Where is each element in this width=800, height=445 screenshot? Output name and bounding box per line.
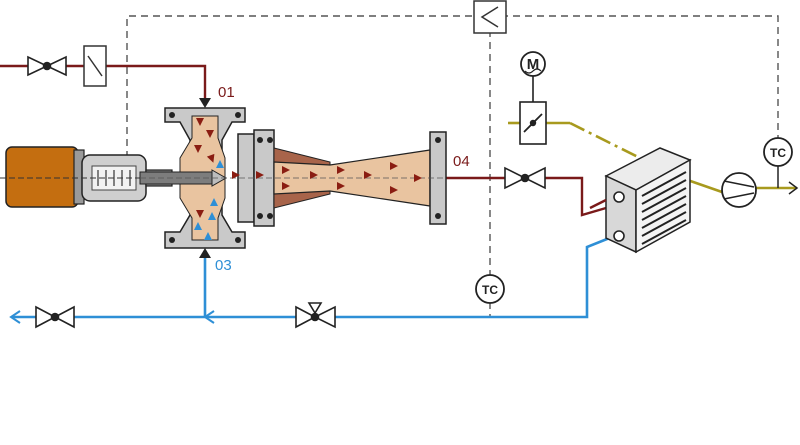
check-valve-icon [295, 302, 336, 329]
control-lines [126, 15, 779, 318]
outlet-line [445, 176, 607, 217]
tc-right-label: TC [770, 146, 786, 160]
signal-box-icon [473, 0, 507, 34]
arrow-down-01 [199, 98, 211, 108]
port-03-label: 03 [215, 257, 232, 274]
pump-icon [721, 172, 757, 208]
temperature-controller-icon: TC [475, 274, 505, 304]
motor-icon: M [520, 51, 546, 102]
blank-footer [0, 388, 800, 445]
water-outlet-arrow [9, 310, 21, 324]
port-04-label: 04 [453, 153, 470, 170]
steam-inlet-line [0, 64, 207, 100]
water-line [12, 235, 613, 319]
heat-exchanger-icon [589, 147, 692, 254]
control-line-top [126, 15, 779, 158]
filter-icon [83, 45, 107, 87]
arrow-up-03 [199, 248, 211, 258]
gate-valve-icon [35, 305, 75, 329]
ejector-body [139, 107, 447, 249]
port-01-label: 01 [218, 84, 235, 101]
motorized-valve-icon [519, 101, 547, 145]
temperature-controller-icon: TC [763, 137, 793, 167]
gate-valve-icon [27, 55, 67, 77]
gate-valve-icon [504, 166, 546, 190]
flow-arrows-hot [194, 118, 422, 218]
tc-left-label: TC [482, 283, 498, 297]
flow-arrows-cold [194, 160, 224, 240]
